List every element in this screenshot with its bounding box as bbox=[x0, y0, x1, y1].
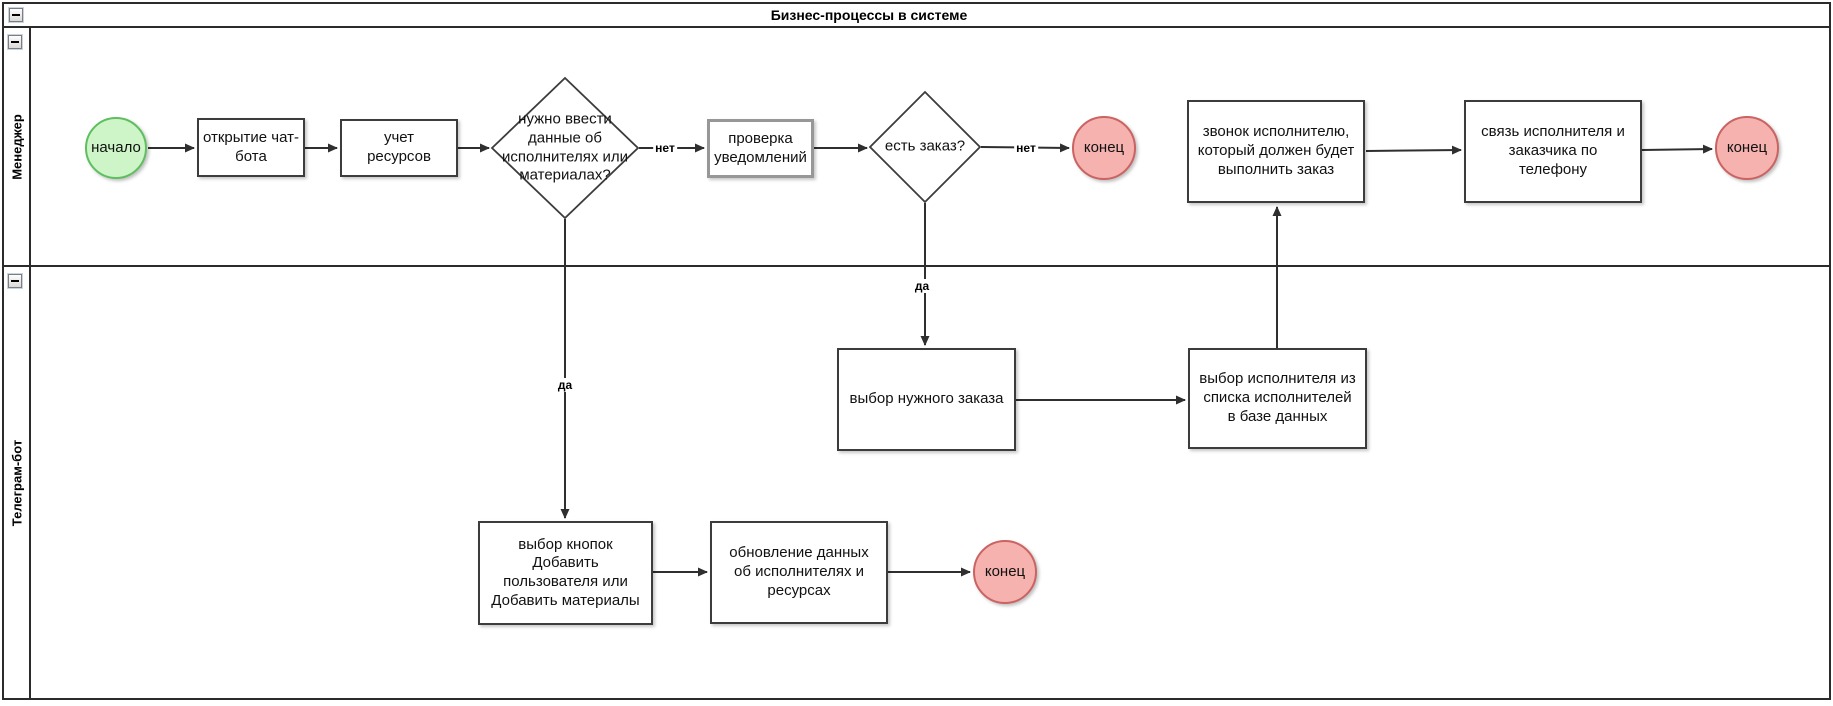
end-event-circle-1[interactable]: конец bbox=[1072, 116, 1136, 180]
task-open-chatbot[interactable]: открытие чат- бота bbox=[197, 118, 305, 177]
edge-label-yes-1: да bbox=[555, 378, 575, 392]
task-resource-accounting[interactable]: учет ресурсов bbox=[340, 119, 458, 177]
lane-telegram-bot-label: Телеграм-бот bbox=[9, 439, 24, 526]
task-choose-buttons[interactable]: выбор кнопок Добавить пользователя или Д… bbox=[478, 521, 653, 625]
minus-icon bbox=[12, 14, 20, 16]
edge-label-no-1: нет bbox=[653, 141, 677, 155]
pool-title: Бизнес-процессы в системе bbox=[770, 7, 968, 23]
minus-icon bbox=[11, 280, 19, 282]
edge-label-no-2: нет bbox=[1014, 141, 1038, 155]
task-call-performer[interactable]: звонок исполнителю, который должен будет… bbox=[1187, 100, 1365, 203]
edge-label-yes-2: да bbox=[912, 279, 932, 293]
minus-icon bbox=[11, 41, 19, 43]
lane-manager-label: Менеджер bbox=[9, 113, 24, 180]
lane-manager-header[interactable]: Менеджер bbox=[4, 28, 31, 265]
task-connect-performer-customer[interactable]: связь исполнителя и заказчика по телефон… bbox=[1464, 100, 1642, 203]
lane-telegram-bot: Телеграм-бот bbox=[4, 267, 1829, 698]
lane-telegram-bot-header[interactable]: Телеграм-бот bbox=[4, 267, 31, 698]
pool-titlebar[interactable]: Бизнес-процессы в системе bbox=[4, 4, 1829, 28]
task-update-data[interactable]: обновление данных об исполнителях и ресу… bbox=[710, 521, 888, 624]
pool-collapse-icon[interactable] bbox=[9, 8, 23, 22]
start-event-circle[interactable]: начало bbox=[85, 117, 147, 179]
task-check-notifications[interactable]: проверка уведомлений bbox=[707, 119, 814, 178]
lane-manager-collapse-icon[interactable] bbox=[8, 35, 22, 49]
lane-telegram-bot-collapse-icon[interactable] bbox=[8, 274, 22, 288]
task-choose-order[interactable]: выбор нужного заказа bbox=[837, 348, 1016, 451]
lane-manager: Менеджер bbox=[4, 28, 1829, 267]
task-choose-performer[interactable]: выбор исполнителя из списка исполнителей… bbox=[1188, 348, 1367, 449]
end-event-circle-3[interactable]: конец bbox=[973, 540, 1037, 604]
end-event-circle-2[interactable]: конец bbox=[1715, 116, 1779, 180]
lane-telegram-bot-body bbox=[31, 267, 1829, 698]
